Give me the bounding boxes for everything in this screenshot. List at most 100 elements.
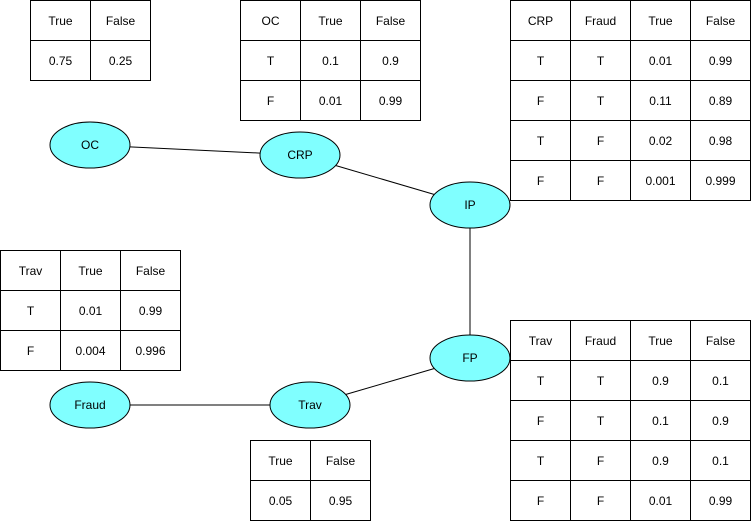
table-header-cell: True [30, 0, 91, 41]
table-cell: 0.98 [690, 120, 751, 161]
table-header-cell: False [310, 440, 371, 481]
table-cell: F [570, 440, 631, 481]
node-ellipse [49, 381, 131, 429]
table-cell: 0.25 [90, 40, 151, 81]
table-cell: 0.9 [630, 440, 691, 481]
table-cell: T [510, 440, 571, 481]
table-header-cell: False [690, 320, 751, 361]
table-cell: F [240, 80, 301, 121]
table-cell: 0.01 [630, 480, 691, 521]
table-cell: F [570, 480, 631, 521]
table-header-cell: True [300, 0, 361, 41]
table-cell: T [510, 40, 571, 81]
table-cell: 0.99 [120, 290, 181, 331]
table-cell: T [240, 40, 301, 81]
node-layer: OC CRP IP FP Trav Fraud [49, 121, 511, 429]
table-cell: T [510, 360, 571, 401]
table-cell: 0.02 [630, 120, 691, 161]
node-label: Fraud [74, 398, 105, 412]
table-header-cell: Trav [510, 320, 571, 361]
edge-crp-ip [335, 164, 435, 196]
table-cell: T [510, 120, 571, 161]
table-header-cell: False [120, 250, 181, 291]
table-cell: 0.999 [690, 160, 751, 201]
node-label: IP [464, 198, 475, 212]
table-cell: T [570, 360, 631, 401]
table-cell: 0.9 [690, 400, 751, 441]
node-label: FP [462, 351, 477, 365]
table-cell: 0.996 [120, 330, 181, 371]
node-ellipse [259, 131, 341, 179]
table-header-cell: Fraud [570, 0, 631, 41]
node-trav[interactable]: Trav [269, 381, 351, 429]
table-cell: 0.9 [360, 40, 421, 81]
node-fp[interactable]: FP [429, 334, 511, 382]
table-cell: 0.89 [690, 80, 751, 121]
table-cell: F [510, 160, 571, 201]
table-cell: F [570, 160, 631, 201]
table-header-cell: False [690, 0, 751, 41]
table-header-cell: True [60, 250, 121, 291]
table-cell: 0.1 [690, 440, 751, 481]
table-cell: 0.99 [360, 80, 421, 121]
table-cell: 0.01 [300, 80, 361, 121]
table-cell: 0.99 [690, 480, 751, 521]
node-label: CRP [287, 148, 312, 162]
node-ellipse [429, 181, 511, 229]
node-crp[interactable]: CRP [259, 131, 341, 179]
table-cell: 0.1 [690, 360, 751, 401]
table-header-cell: True [250, 440, 311, 481]
table-cell: F [510, 400, 571, 441]
table-cell: T [570, 40, 631, 81]
node-oc[interactable]: OC [49, 121, 131, 169]
table-cell: 0.95 [310, 480, 371, 521]
table-cell: 0.99 [690, 40, 751, 81]
table-cell: 0.9 [630, 360, 691, 401]
node-ellipse [49, 121, 131, 169]
table-cell: T [570, 80, 631, 121]
table-header-cell: CRP [510, 0, 571, 41]
table-cell: F [570, 120, 631, 161]
table-cell: T [0, 290, 61, 331]
table-header-cell: False [90, 0, 151, 41]
table-header-cell: OC [240, 0, 301, 41]
table-cell: 0.1 [630, 400, 691, 441]
table-cell: 0.75 [30, 40, 91, 81]
table-header-cell: Fraud [570, 320, 631, 361]
table-cell: F [0, 330, 61, 371]
node-ip[interactable]: IP [429, 181, 511, 229]
table-header-cell: True [630, 0, 691, 41]
node-fraud[interactable]: Fraud [49, 381, 131, 429]
table-cell: F [510, 80, 571, 121]
table-cell: 0.001 [630, 160, 691, 201]
edge-fp-trav [345, 367, 435, 396]
table-cell: 0.01 [630, 40, 691, 81]
table-header-cell: True [630, 320, 691, 361]
table-cell: 0.01 [60, 290, 121, 331]
